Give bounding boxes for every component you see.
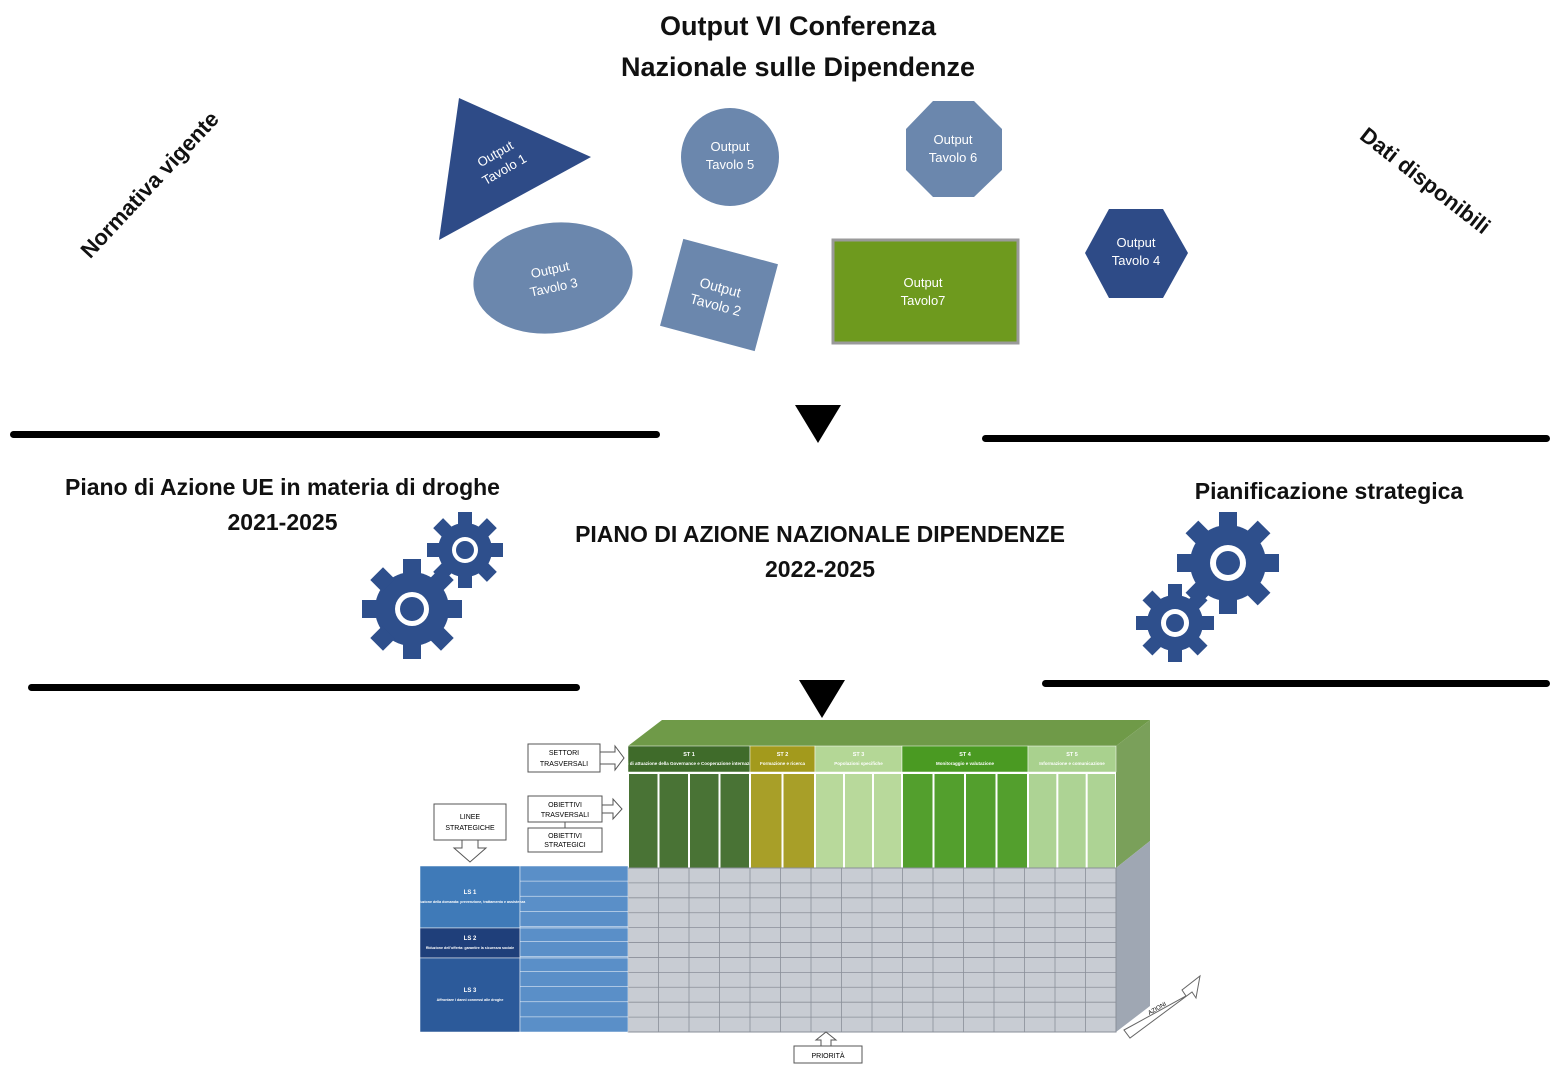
arrow-down-icon: [799, 680, 845, 718]
title-line-2: Nazionale sulle Dipendenze: [620, 52, 976, 82]
objective-column: [690, 774, 719, 868]
strategic-line-2: LS 2 Riduzione dell'offerta: garantire la…: [419, 927, 629, 959]
strategic-line-code: LS 1: [464, 890, 477, 896]
label-obiettivi-strategici: OBIETTIVI STRATEGICI: [527, 822, 603, 853]
objective-column: [1029, 774, 1057, 868]
sector-header-5: ST 5 Informazione e comunicazione: [1027, 745, 1117, 773]
square-shape-tavolo-2: [660, 238, 778, 352]
circle-shape-tavolo-5: [681, 108, 779, 206]
label-settori-trasversali: SETTORI TRASVERSALI: [527, 743, 625, 773]
objective-column: [874, 774, 901, 868]
gears-left: [362, 512, 503, 659]
svg-text:PRIORITÀ: PRIORITÀ: [811, 1051, 844, 1060]
strategic-line-name: Riduzione dell'offerta: garantire la sic…: [426, 946, 514, 950]
divider-line-top-right: [982, 435, 1550, 442]
sector-header-1: ST 1 Livelli di attuazione della Governan…: [616, 745, 763, 773]
objective-column: [845, 774, 872, 868]
strategic-line-1: LS 1 Riduzione della domanda: prevenzione…: [415, 865, 629, 929]
strategic-line-name: Riduzione della domanda: prevenzione, tr…: [415, 900, 526, 904]
objective-column: [1087, 774, 1115, 868]
sector-code: ST 2: [777, 752, 789, 758]
matrix-right-face: [1116, 720, 1150, 868]
objective-column: [934, 774, 964, 868]
gear-icon: [1177, 512, 1279, 614]
svg-text:STRATEGICHE: STRATEGICHE: [445, 825, 495, 832]
sector-name: Formazione e ricerca: [760, 761, 806, 766]
sector-header-3: ST 3 Popolazioni specifiche: [814, 745, 903, 773]
sector-name: Popolazioni specifiche: [834, 761, 883, 766]
label-priorita: PRIORITÀ: [793, 1031, 863, 1064]
sector-header-2: ST 2 Formazione e ricerca: [749, 745, 816, 773]
national-plan-title: PIANO DI AZIONE NAZIONALE DIPENDENZE 202…: [575, 521, 1065, 582]
objective-column: [659, 774, 688, 868]
sector-code: ST 1: [683, 752, 695, 758]
svg-text:LINEE: LINEE: [460, 814, 481, 821]
matrix-right-grid-face: [1116, 841, 1150, 1032]
strategic-line-code: LS 3: [464, 988, 477, 994]
triangle-shape-tavolo-1: [439, 98, 591, 240]
output-shapes: [439, 98, 1188, 352]
label-linee-strategiche: LINEE STRATEGICHE: [433, 803, 507, 863]
objective-column: [816, 774, 843, 868]
svg-text:TRASVERSALI: TRASVERSALI: [541, 812, 589, 819]
objective-column: [997, 774, 1027, 868]
sector-code: ST 5: [1066, 752, 1078, 758]
gear-icon: [362, 559, 462, 659]
output-tavolo-5-label: Output Tavolo 5: [705, 139, 755, 172]
objective-column: [903, 774, 933, 868]
divider-line-bottom-right: [1042, 680, 1550, 687]
output-tavolo-6-label: Output Tavolo 6: [928, 132, 978, 165]
matrix-top-face: [628, 720, 1150, 746]
title-line-1: Output VI Conferenza: [660, 11, 936, 41]
gear-icon: [1136, 584, 1214, 662]
strategic-planning-title: Pianificazione strategica: [1194, 478, 1464, 504]
page-title: Output VI Conferenza Nazionale sulle Dip…: [500, 6, 1096, 88]
objective-column: [720, 774, 749, 868]
action-plan-matrix: ST 1 Livelli di attuazione della Governan…: [415, 720, 1201, 1064]
divider-line-bottom-left: [28, 684, 580, 691]
sector-name: Informazione e comunicazione: [1039, 761, 1105, 766]
svg-text:STRATEGICI: STRATEGICI: [544, 842, 586, 849]
output-tavolo-7-label: Output Tavolo7: [900, 275, 946, 308]
gears-right: [1136, 512, 1279, 662]
label-obiettivi-trasversali: OBIETTIVI TRASVERSALI: [527, 795, 623, 823]
sector-name: Monitoraggio e valutazione: [936, 761, 995, 766]
strategic-line-name: Affrontare i danni connessi alle droghe: [437, 998, 504, 1002]
octagon-shape-tavolo-6: [906, 101, 1002, 197]
sector-code: ST 3: [853, 752, 865, 758]
eu-action-plan-title: Piano di Azione UE in materia di droghe …: [65, 474, 500, 535]
sector-code: ST 4: [959, 752, 972, 758]
strategic-line-code: LS 2: [464, 936, 477, 942]
objective-column: [966, 774, 996, 868]
svg-text:OBIETTIVI: OBIETTIVI: [548, 833, 582, 840]
divider-line-top-left: [10, 431, 660, 438]
output-tavolo-4-label: Output Tavolo 4: [1111, 235, 1161, 268]
objective-column: [1058, 774, 1086, 868]
svg-text:SETTORI: SETTORI: [549, 750, 579, 757]
objective-column: [783, 774, 814, 868]
svg-text:TRASVERSALI: TRASVERSALI: [540, 761, 588, 768]
sector-name: Livelli di attuazione della Governance e…: [616, 761, 763, 766]
arrow-down-icon: [795, 405, 841, 443]
rect-shape-tavolo-7: [831, 238, 1020, 345]
ellipse-shape-tavolo-3: [473, 222, 633, 334]
strategic-line-3: LS 3 Affrontare i danni connessi alle dro…: [419, 957, 629, 1033]
svg-text:OBIETTIVI: OBIETTIVI: [548, 802, 582, 809]
sector-header-4: ST 4 Monitoraggio e valutazione: [901, 745, 1029, 773]
hexagon-shape-tavolo-4: [1085, 209, 1188, 298]
objective-column: [629, 774, 658, 868]
objective-column: [751, 774, 782, 868]
